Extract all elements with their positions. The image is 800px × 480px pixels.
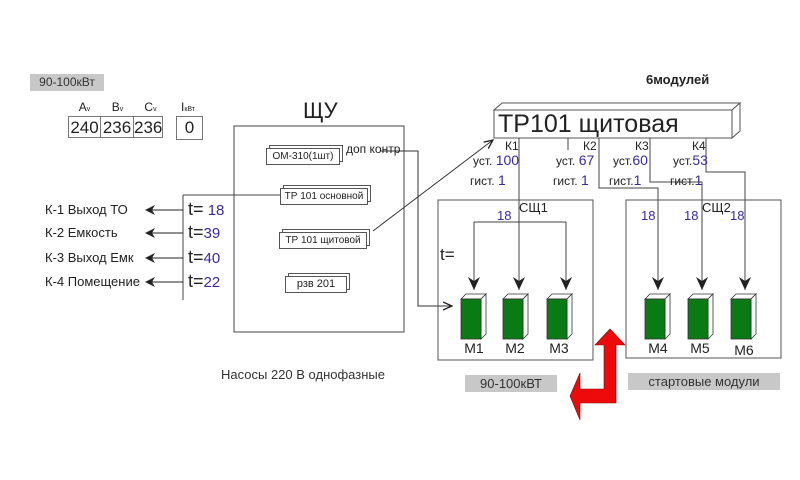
group2-temp-2: 18: [684, 208, 699, 223]
sensor-label-2: К-2 Емкость: [45, 225, 118, 240]
sensor-label-3: К-3 Выход Емк: [45, 250, 134, 265]
device-tr101-main[interactable]: ТР 101 основной: [280, 188, 368, 205]
channel-k1-set: уст. 100: [473, 152, 520, 168]
channel-k4-hyst: гист.1: [670, 172, 703, 188]
sensor-temp-3: t=40: [188, 247, 221, 267]
meter-header-b: Bv: [111, 100, 124, 114]
channel-k1-hyst: гист. 1: [470, 172, 506, 188]
device-om310[interactable]: ОМ-310(1шт): [266, 148, 340, 165]
meter-header-i: IкВт: [180, 100, 196, 114]
channel-k4-name: К4: [692, 139, 706, 153]
channel-k4-set: уст.53: [673, 152, 708, 168]
tr101-title[interactable]: ТР101 щитовая: [498, 110, 679, 138]
channel-k1-name: К1: [505, 139, 519, 153]
pumps-label: Насосы 220 В однофазные: [221, 367, 385, 382]
channel-k2-name: К2: [583, 139, 597, 153]
module-m6[interactable]: [730, 293, 757, 340]
tr101-bar: [493, 109, 733, 139]
module-label-m2: М2: [505, 340, 525, 356]
meter-value-a: 240: [68, 116, 101, 138]
group1-box: [437, 199, 594, 361]
device-rzv201[interactable]: рзв 201: [285, 276, 347, 293]
module-m5[interactable]: [687, 293, 714, 340]
group2-temp-3: 18: [730, 208, 745, 223]
sensor-temp-1: t= 18: [188, 199, 225, 219]
sensor-temp-2: t=39: [188, 222, 221, 242]
channel-k2-hyst: гист. 1: [553, 172, 589, 188]
group1-title: СЩ1: [519, 200, 548, 215]
module-m2[interactable]: [502, 293, 529, 340]
module-m3[interactable]: [546, 293, 573, 340]
module-label-m6: М6: [734, 342, 754, 358]
channel-k3-set: уст.60: [613, 152, 648, 168]
group1-temp: 18: [497, 208, 512, 223]
group2-box: [625, 199, 782, 359]
power-badge: 90-100кВт: [30, 74, 104, 91]
module-label-m5: М5: [690, 340, 710, 356]
sensor-label-4: К-4 Помещение: [45, 274, 140, 289]
extra-control-label: доп контр: [346, 142, 401, 156]
meter-value-i: 0: [176, 116, 203, 140]
module-label-m3: М3: [549, 340, 569, 356]
meter-header-a: Av: [78, 100, 91, 114]
device-tr101-panel[interactable]: ТР 101 щитовой: [279, 232, 367, 249]
meter-value-b: 236: [100, 116, 134, 138]
channel-k3-name: К3: [635, 139, 649, 153]
meter-value-c: 236: [133, 116, 163, 138]
group1-power-badge: 90-100кВТ: [465, 375, 557, 392]
module-label-m4: М4: [648, 340, 668, 356]
channel-k3-hyst: гист.1: [609, 172, 642, 188]
module-label-m1: М1: [464, 340, 484, 356]
shu-title: ЩУ: [303, 98, 338, 123]
group2-starter-badge: стартовые модули: [628, 373, 780, 390]
channel-k2-set: уст. 67: [556, 152, 595, 168]
group2-title: СЩ2: [702, 200, 731, 215]
group2-temp-1: 18: [641, 208, 656, 223]
shu-panel-box: [233, 125, 405, 333]
sensor-label-1: К-1 Выход ТО: [45, 202, 128, 217]
module-m1[interactable]: [460, 293, 487, 340]
red-direction-arrow: [569, 328, 626, 421]
tr101-link-line: [372, 140, 493, 232]
meter-header-c: Cv: [144, 100, 157, 114]
modules-count-label: 6модулей: [646, 72, 710, 87]
sensor-temp-4: t=22: [188, 271, 221, 291]
module-m4[interactable]: [644, 293, 671, 340]
group1-t-label: t=: [440, 245, 455, 264]
extra-control-line: [380, 150, 452, 306]
